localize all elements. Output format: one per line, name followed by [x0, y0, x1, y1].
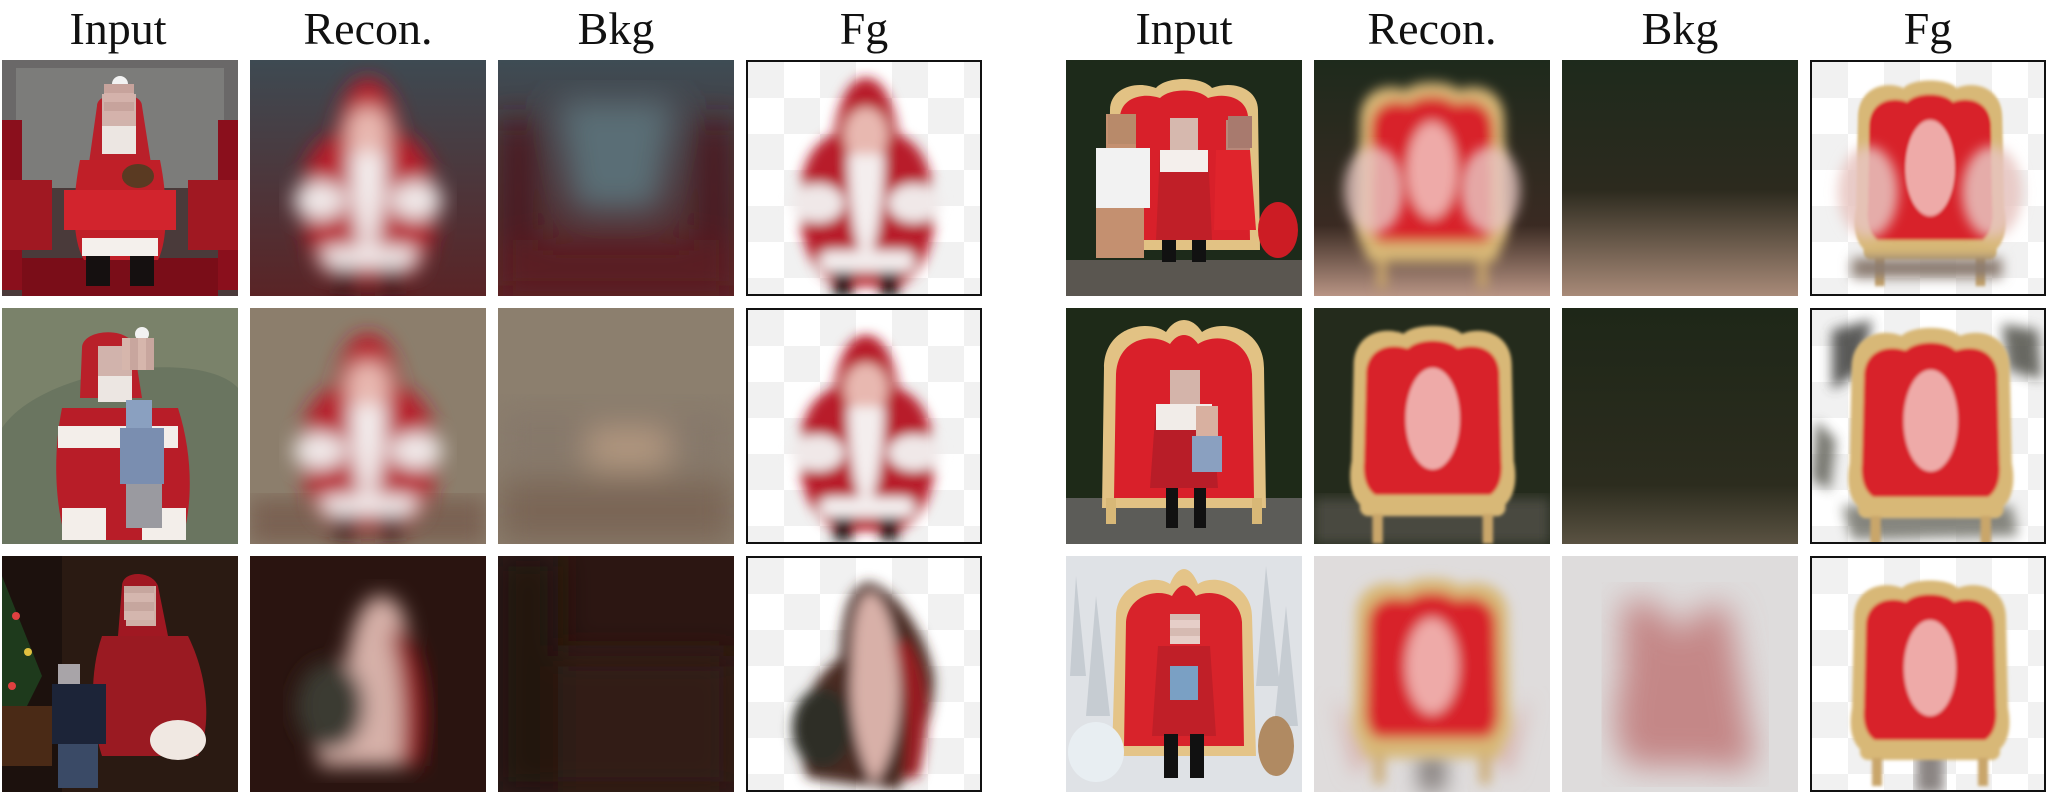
recon-image: [1314, 60, 1550, 296]
input-image: [1066, 308, 1302, 544]
face-blur-patch: [122, 338, 154, 370]
foreground-image: [746, 308, 982, 544]
header-fg-right: Fg: [1903, 3, 1953, 54]
face-blur-patch: [1228, 116, 1252, 148]
header-fg-left: Fg: [839, 3, 889, 54]
header-bkg-right: Bkg: [1641, 3, 1719, 54]
header-bkg-left: Bkg: [577, 3, 655, 54]
foreground-image: [1810, 60, 2046, 296]
foreground-image: [746, 60, 982, 296]
input-image: [1066, 556, 1302, 792]
face-blur-patch: [1170, 614, 1200, 644]
recon-image: [1314, 308, 1550, 544]
header-recon-left: Recon.: [303, 3, 433, 54]
input-image: [2, 308, 238, 544]
face-blur-patch: [104, 84, 134, 120]
background-image: [1562, 308, 1798, 544]
foreground-image: [746, 556, 982, 792]
header-input-right: Input: [1135, 3, 1233, 54]
face-blur-patch: [1108, 114, 1136, 144]
header-input-left: Input: [69, 3, 167, 54]
background-image: [498, 60, 734, 296]
header-recon-right: Recon.: [1367, 3, 1497, 54]
background-image: [1562, 60, 1798, 296]
input-image: [1066, 60, 1302, 296]
input-image: [2, 556, 238, 792]
recon-image: [1314, 556, 1550, 792]
face-blur-patch: [124, 586, 154, 620]
background-image: [498, 556, 734, 792]
recon-image: [250, 308, 486, 544]
recon-image: [250, 556, 486, 792]
background-image: [498, 308, 734, 544]
foreground-image: [1810, 308, 2046, 544]
foreground-image: [1810, 556, 2046, 792]
recon-image: [250, 60, 486, 296]
background-image: [1562, 556, 1798, 792]
